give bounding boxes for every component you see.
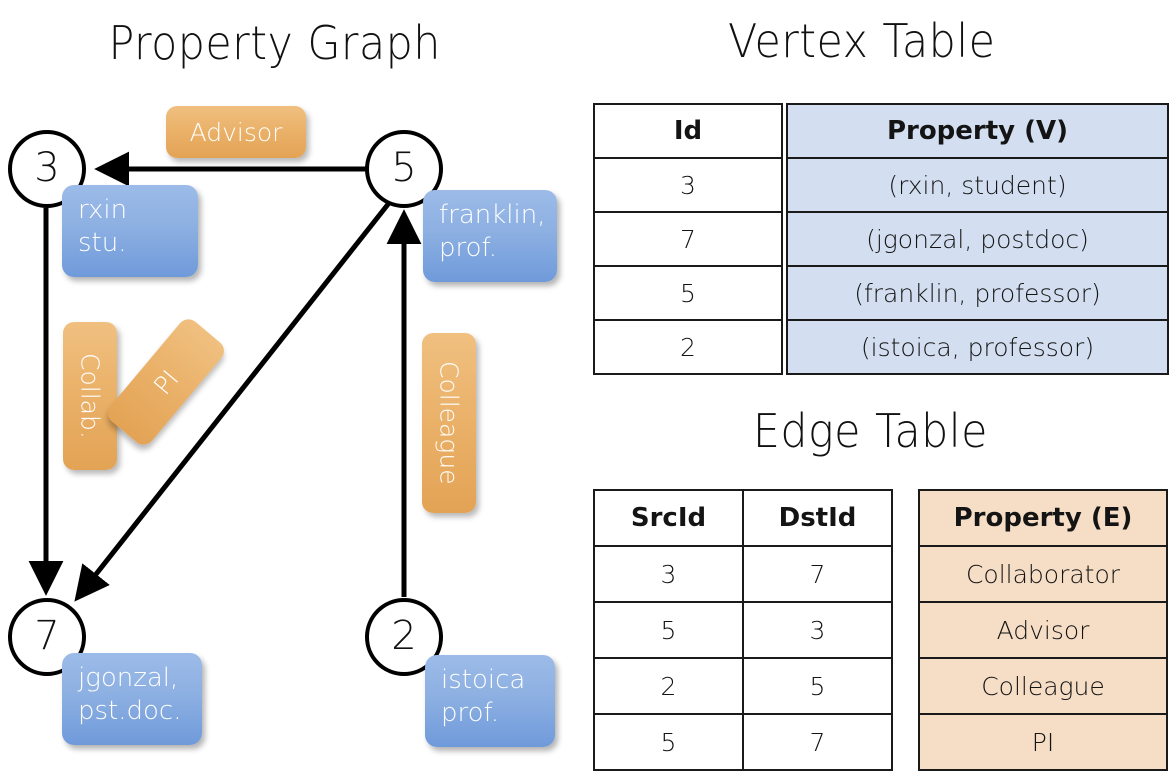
vertex-table-cell-id: 7 <box>593 211 783 267</box>
edge-table-property-column: Property (E) Collaborator Advisor Collea… <box>918 489 1168 771</box>
edge-table-cell-dstid: 3 <box>742 601 893 659</box>
graph-node-3-label: 3 <box>34 145 60 192</box>
edge-table-cell-dstid: 7 <box>742 713 893 771</box>
vertex-property-jgonzal-line1: jgonzal, <box>78 663 179 693</box>
page-title-edge-table: Edge Table <box>752 404 988 458</box>
table-header-row: Id <box>593 103 783 159</box>
table-row: 2 5 <box>593 657 893 715</box>
vertex-table-header-id: Id <box>593 103 783 159</box>
edge-label-pi-text: PI <box>147 364 185 400</box>
table-row: 7 <box>593 211 783 267</box>
edge-table-cell-srcid: 2 <box>593 657 744 715</box>
table-row: Collaborator <box>918 545 1168 603</box>
edge-label-advisor-text: Advisor <box>189 117 283 147</box>
vertex-property-franklin-line2: prof. <box>439 233 498 264</box>
vertex-property-jgonzal-line2: pst.doc. <box>78 696 182 727</box>
vertex-table-cell-id: 2 <box>593 319 783 375</box>
vertex-property-box-istoica: istoica prof. <box>425 655 555 747</box>
table-row: (rxin, student) <box>786 157 1169 213</box>
edge-table-cell-dstid: 7 <box>742 545 893 603</box>
graph-node-5[interactable]: 5 <box>365 130 443 208</box>
vertex-table-cell-property: (jgonzal, postdoc) <box>786 211 1169 267</box>
vertex-table-id-column: Id 3 7 5 2 <box>593 103 783 375</box>
edge-table-cell-property: PI <box>918 713 1168 771</box>
table-header-row: Property (V) <box>786 103 1169 159</box>
edge-table-cell-property: Colleague <box>918 657 1168 715</box>
vertex-table-header-property: Property (V) <box>786 103 1169 159</box>
edge-label-colleague: Colleague <box>422 333 476 513</box>
graph-node-2[interactable]: 2 <box>365 598 443 676</box>
edge-table-header-dstid: DstId <box>742 489 893 547</box>
table-row: 3 7 <box>593 545 893 603</box>
vertex-property-rxin-line2: stu. <box>78 228 127 259</box>
table-row: 5 3 <box>593 601 893 659</box>
vertex-table-property-column: Property (V) (rxin, student) (jgonzal, p… <box>786 103 1169 375</box>
graph-edges-svg <box>28 151 422 602</box>
table-row: (istoica, professor) <box>786 319 1169 375</box>
table-row: Colleague <box>918 657 1168 715</box>
table-row: (jgonzal, postdoc) <box>786 211 1169 267</box>
table-row: 5 7 <box>593 713 893 771</box>
edge-table-header-srcid: SrcId <box>593 489 744 547</box>
vertex-property-rxin-line1: rxin <box>78 195 128 225</box>
vertex-table-cell-property: (rxin, student) <box>786 157 1169 213</box>
edge-table-cell-dstid: 5 <box>742 657 893 715</box>
edge-table-cell-property: Advisor <box>918 601 1168 659</box>
vertex-property-franklin-line1: franklin, <box>439 200 546 230</box>
edge-5-to-7 <box>74 201 391 602</box>
table-row: 5 <box>593 265 783 321</box>
edge-table-cell-srcid: 5 <box>593 601 744 659</box>
table-row: 2 <box>593 319 783 375</box>
graph-node-7-label: 7 <box>34 613 60 660</box>
edge-table-cell-srcid: 5 <box>593 713 744 771</box>
table-row: 3 <box>593 157 783 213</box>
vertex-table-cell-property: (istoica, professor) <box>786 319 1169 375</box>
edge-table-header-property: Property (E) <box>918 489 1168 547</box>
vertex-table-cell-id: 3 <box>593 157 783 213</box>
page-title-property-graph: Property Graph <box>108 16 441 70</box>
edge-table-cell-srcid: 3 <box>593 545 744 603</box>
table-row: Advisor <box>918 601 1168 659</box>
edge-label-advisor: Advisor <box>166 106 306 158</box>
vertex-property-box-rxin: rxin stu. <box>62 185 198 277</box>
vertex-table-cell-property: (franklin, professor) <box>786 265 1169 321</box>
edge-table-cell-property: Collaborator <box>918 545 1168 603</box>
edge-label-collab-text: Collab. <box>75 353 105 439</box>
edge-label-colleague-text: Colleague <box>434 361 464 485</box>
page-title-vertex-table: Vertex Table <box>728 14 996 68</box>
property-graph-diagram: 3 5 7 2 rxin stu. franklin, prof. jgonza… <box>0 0 585 760</box>
vertex-property-istoica-line2: prof. <box>441 698 500 729</box>
table-row: PI <box>918 713 1168 771</box>
vertex-property-istoica-line1: istoica <box>441 665 526 695</box>
table-row: (franklin, professor) <box>786 265 1169 321</box>
edge-label-collab: Collab. <box>63 322 117 470</box>
table-header-row: Property (E) <box>918 489 1168 547</box>
vertex-table-cell-id: 5 <box>593 265 783 321</box>
edge-table-id-columns: SrcId DstId 3 7 5 3 2 5 5 7 <box>593 489 893 771</box>
table-header-row: SrcId DstId <box>593 489 893 547</box>
vertex-property-box-franklin: franklin, prof. <box>423 190 557 282</box>
graph-node-5-label: 5 <box>391 145 417 192</box>
vertex-property-box-jgonzal: jgonzal, pst.doc. <box>62 653 202 745</box>
graph-node-2-label: 2 <box>391 613 417 660</box>
